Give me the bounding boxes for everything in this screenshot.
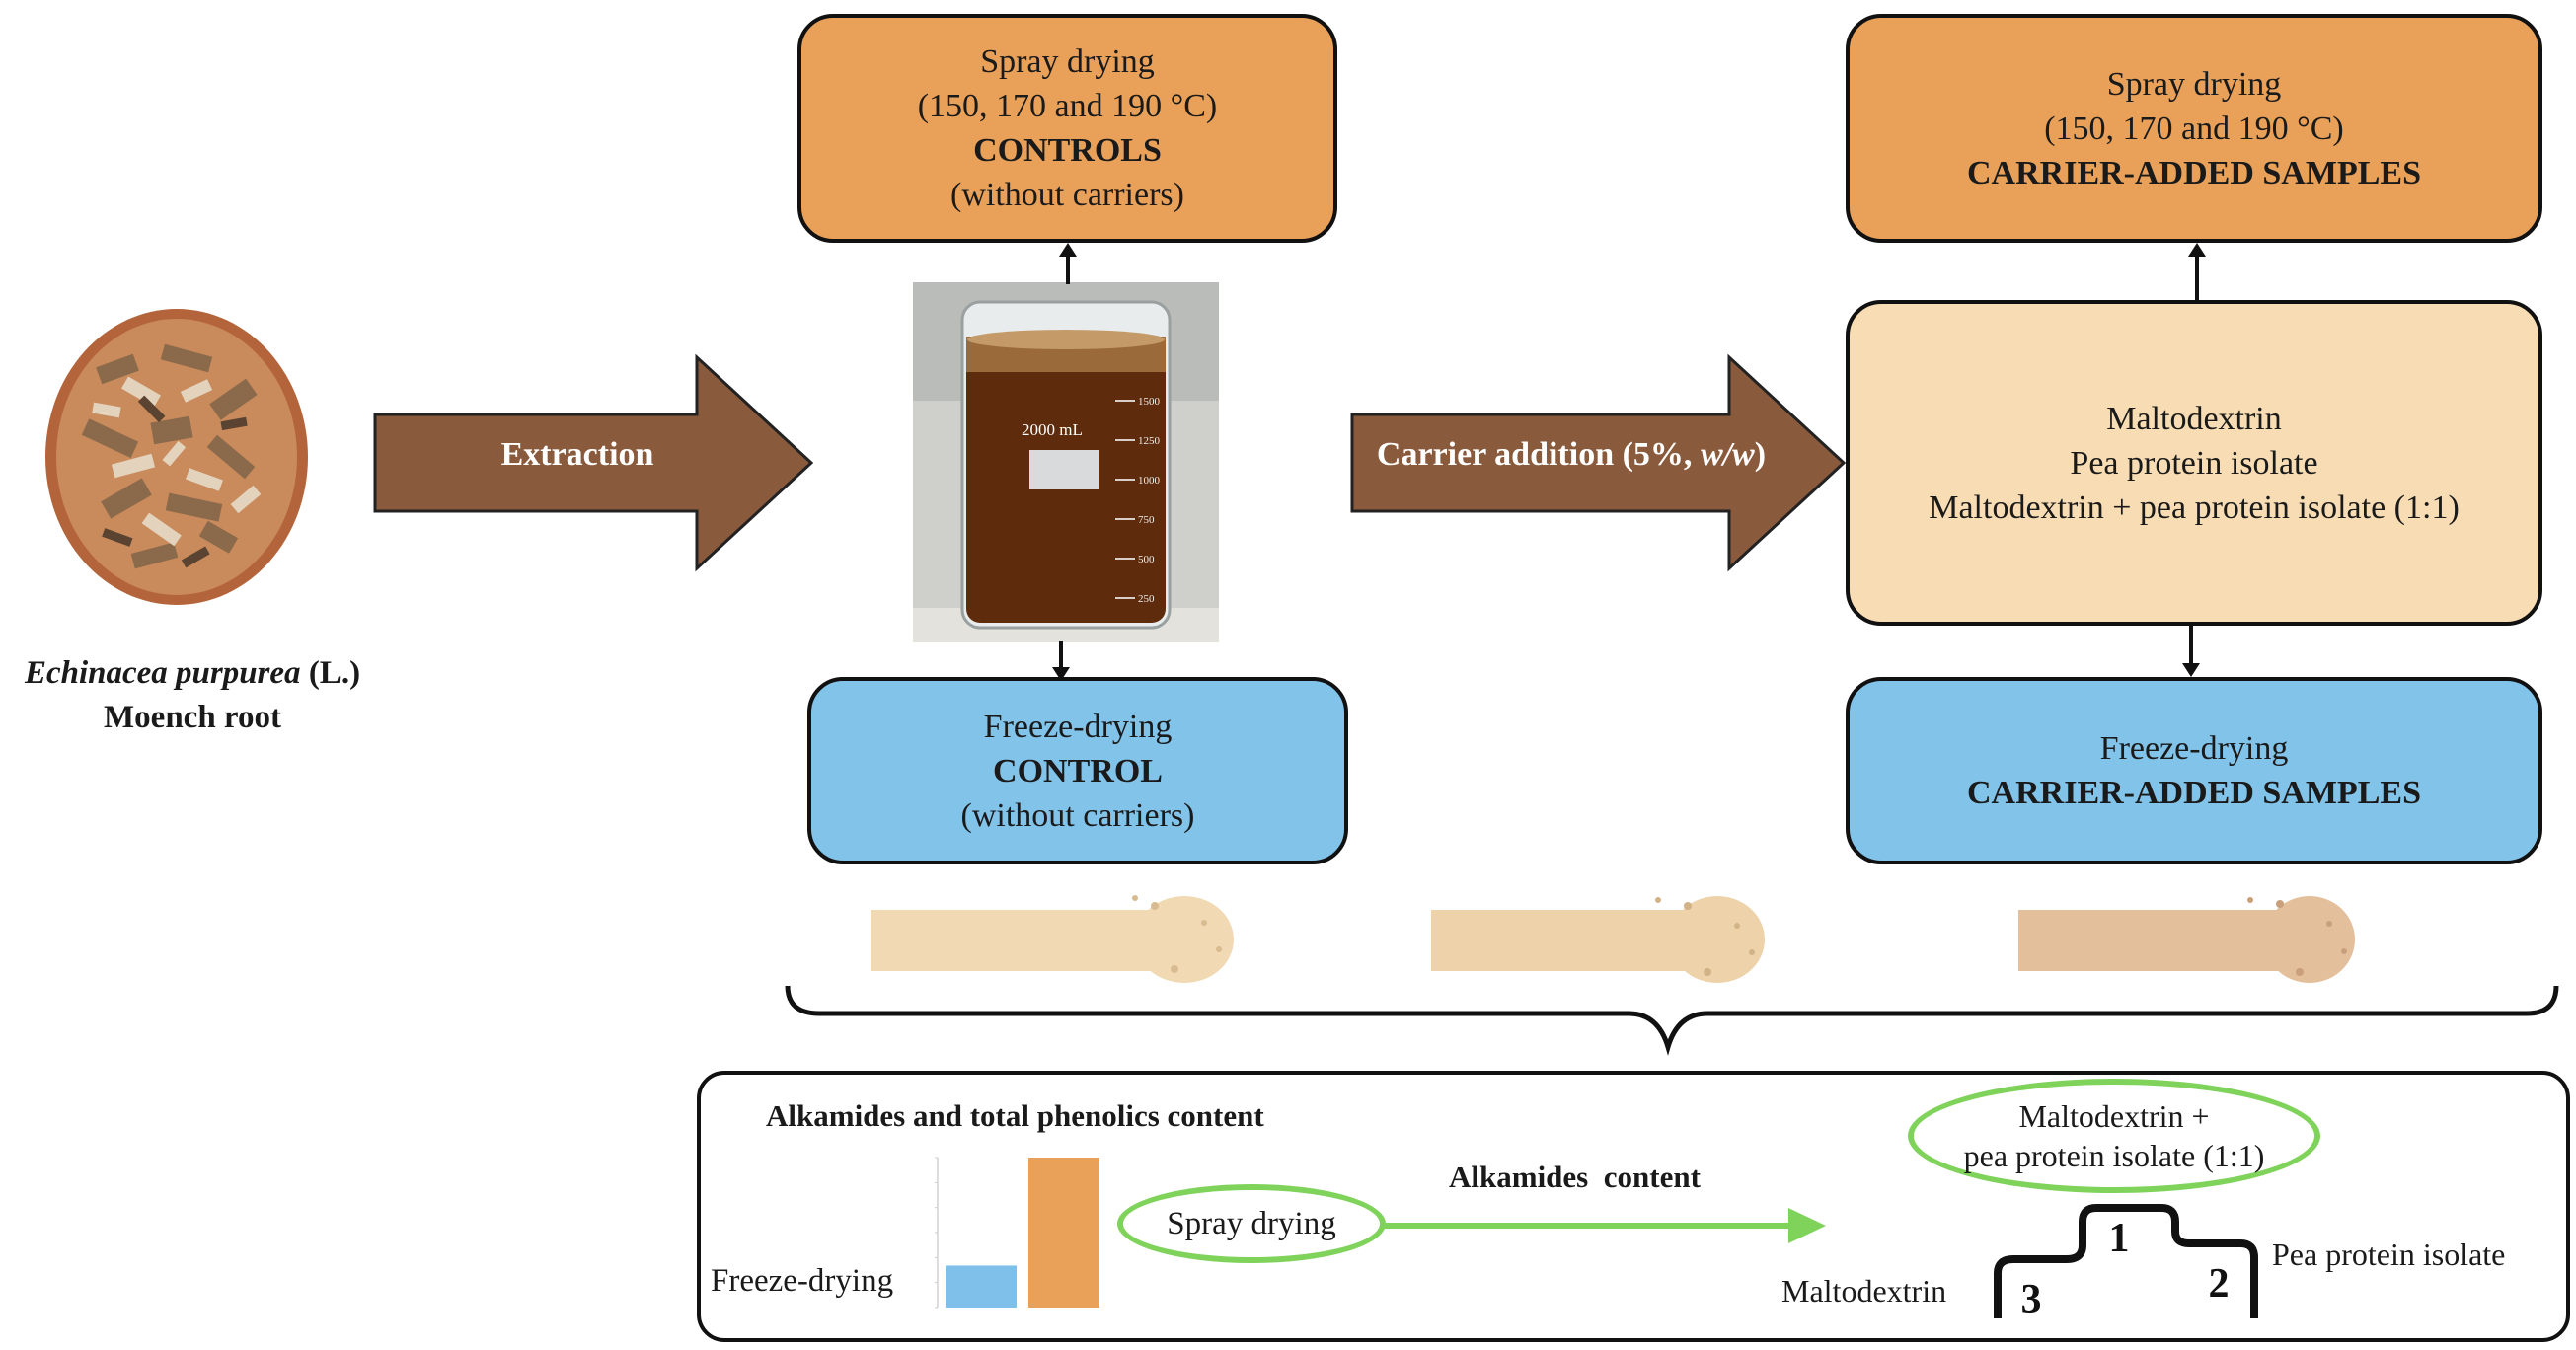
- powder-strips: [871, 895, 2355, 983]
- spray-drying-oval: Spray drying: [1117, 1184, 1386, 1263]
- root-author: (L.): [300, 655, 361, 691]
- connector-down-carrier-freeze: [2182, 624, 2200, 677]
- carrier-pea-protein: Pea protein isolate: [2070, 444, 2318, 482]
- root-label-line2: Moench root: [104, 700, 281, 735]
- green-arrow: [1382, 1208, 1826, 1243]
- powder-strip-1: [871, 895, 1234, 983]
- ranking-podium: 1 2 3: [1994, 1204, 2258, 1322]
- spray-carrier-title: CARRIER-ADDED SAMPLES: [1967, 154, 2421, 191]
- powder-strip-3: [2018, 896, 2355, 983]
- bar-freeze-drying: [946, 1265, 1017, 1308]
- md-ppi-line2: pea protein isolate (1:1): [1963, 1138, 2265, 1173]
- root-label: Echinacea purpurea (L.) Moench root: [10, 651, 375, 740]
- carrier-addition-label: Carrier addition (5%, w/w): [1354, 436, 1788, 474]
- beaker-tick-1500: 1500: [1138, 396, 1161, 408]
- spray-drying-oval-label: Spray drying: [1167, 1205, 1336, 1241]
- carrier-label-ratio: w/w: [1700, 436, 1755, 473]
- pea-protein-label: Pea protein isolate: [2272, 1237, 2506, 1272]
- carrier-addition-arrow: [1350, 353, 1847, 572]
- maltodextrin-label: Maltodextrin: [1781, 1273, 1947, 1309]
- freeze-drying-control-box: Freeze-drying CONTROL (without carriers): [807, 677, 1348, 864]
- spray-carrier-line1: Spray drying: [2106, 65, 2282, 103]
- connector-up-carrier-spray: [2188, 243, 2206, 302]
- beaker-volume-label: 2000 mL: [1022, 420, 1083, 439]
- rank-2: 2: [2209, 1261, 2230, 1307]
- alkamides-content-title: Alkamides content: [1449, 1160, 1701, 1194]
- extraction-label: Extraction: [500, 436, 654, 473]
- freeze-carrier-title: CARRIER-ADDED SAMPLES: [1967, 775, 2421, 811]
- extraction-arrow: [373, 353, 814, 572]
- echinacea-root-image: [43, 301, 310, 612]
- freeze-control-note: (without carriers): [960, 796, 1195, 834]
- carrier-label-prefix: Carrier addition (5%,: [1376, 436, 1701, 473]
- spray-controls-line1: Spray drying: [980, 43, 1155, 80]
- spray-drying-carrier-box: Spray drying (150, 170 and 190 °C) CARRI…: [1846, 14, 2542, 243]
- rank-1: 1: [2109, 1216, 2130, 1261]
- spray-controls-temps: (150, 170 and 190 °C): [917, 88, 1218, 124]
- carrier-maltodextrin: Maltodextrin: [2106, 400, 2282, 437]
- spray-controls-note: (without carriers): [950, 177, 1184, 213]
- root-species: Echinacea purpurea: [24, 655, 301, 691]
- freeze-drying-carrier-box: Freeze-drying CARRIER-ADDED SAMPLES: [1846, 677, 2542, 864]
- beaker-tick-750: 750: [1138, 514, 1155, 526]
- powder-strip-2: [1431, 896, 1765, 983]
- md-ppi-oval: Maltodextrin + pea protein isolate (1:1): [1908, 1079, 2320, 1193]
- carrier-mixture: Maltodextrin + pea protein isolate (1:1): [1929, 488, 2460, 526]
- grouping-brace: [785, 985, 2559, 1056]
- comparison-bar-chart: [935, 1157, 1099, 1309]
- carrier-label-suffix: ): [1754, 436, 1767, 473]
- connector-down-freeze: [1052, 641, 1070, 681]
- beaker-tick-250: 250: [1138, 593, 1155, 605]
- md-ppi-line1: Maltodextrin +: [2018, 1098, 2210, 1134]
- spray-carrier-temps: (150, 170 and 190 °C): [2044, 110, 2344, 147]
- alkamides-phenolics-title: Alkamides and total phenolics content: [766, 1098, 1264, 1133]
- carriers-box: Maltodextrin Pea protein isolate Maltode…: [1846, 300, 2542, 626]
- freeze-carrier-line1: Freeze-drying: [2099, 730, 2289, 767]
- bar-spray-drying: [1028, 1158, 1099, 1308]
- freeze-control-line1: Freeze-drying: [983, 708, 1173, 745]
- beaker-photo: 2000 mL 1500 1250 1000 750 500 250: [913, 282, 1219, 642]
- rank-3: 3: [2021, 1277, 2042, 1322]
- beaker-tick-1000: 1000: [1138, 475, 1161, 487]
- spray-drying-controls-box: Spray drying (150, 170 and 190 °C) CONTR…: [797, 14, 1337, 243]
- connector-up-controls: [1059, 243, 1077, 284]
- freeze-drying-label: Freeze-drying: [711, 1263, 894, 1299]
- spray-controls-title: CONTROLS: [973, 132, 1162, 169]
- freeze-control-title: CONTROL: [993, 752, 1163, 789]
- beaker-tick-500: 500: [1138, 554, 1155, 565]
- beaker-tick-1250: 1250: [1138, 435, 1161, 447]
